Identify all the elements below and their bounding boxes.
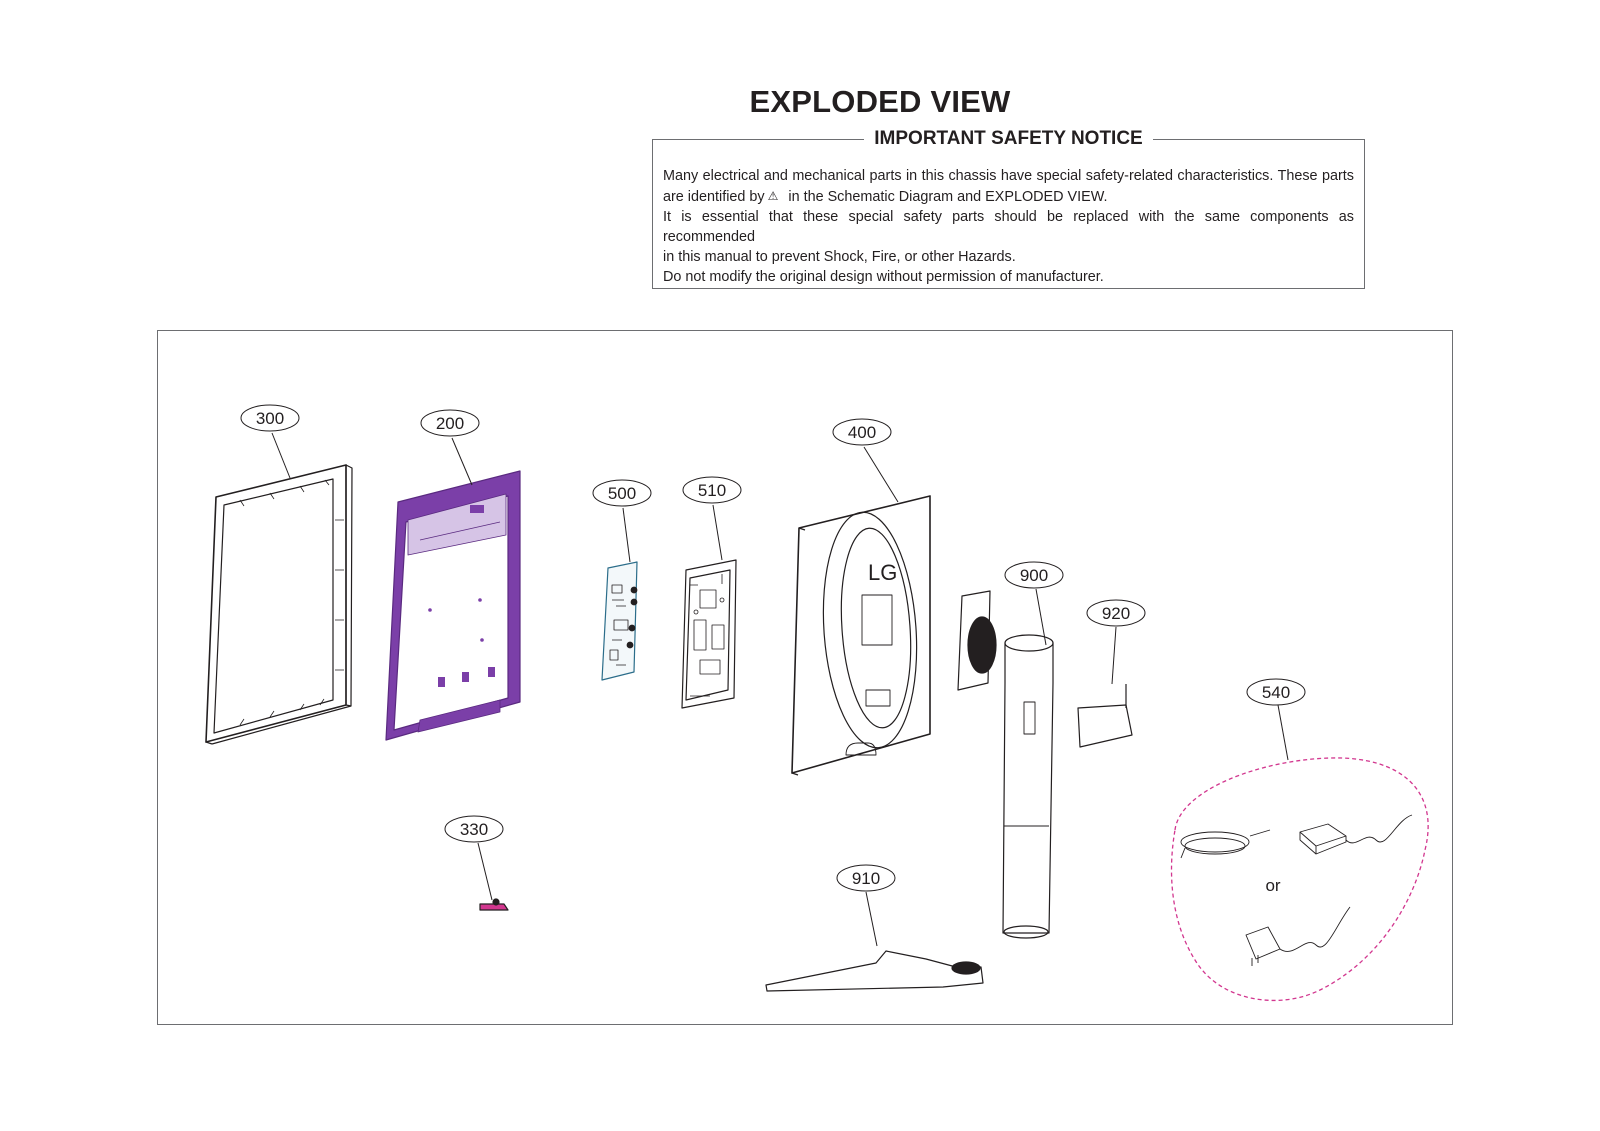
part-500-main-board <box>601 561 638 681</box>
callout-330: 330 <box>460 820 488 839</box>
page-title: EXPLODED VIEW <box>749 84 1011 119</box>
callout-910: 910 <box>852 869 880 888</box>
notice-line-2: are identified by⚠in the Schematic Diagr… <box>663 186 1354 207</box>
svg-text:LG: LG <box>868 560 897 585</box>
part-920-stand-cover <box>1077 684 1133 748</box>
part-540-power-adapter-group <box>1170 757 1429 1001</box>
part-400-back-cover: LG <box>791 495 931 776</box>
safety-notice-title: IMPORTANT SAFETY NOTICE <box>653 128 1364 150</box>
part-300-front-bezel <box>205 464 353 745</box>
callout-510: 510 <box>698 481 726 500</box>
part-510-power-board <box>681 559 737 709</box>
exploded-diagram-frame <box>157 330 1453 1025</box>
accessory-or-label: or <box>1265 876 1280 895</box>
part-200-panel-frame <box>385 470 521 741</box>
callout-920: 920 <box>1102 604 1130 623</box>
part-hinge-plate <box>957 590 997 691</box>
callout-900: 900 <box>1020 566 1048 585</box>
callout-300: 300 <box>256 409 284 428</box>
safety-notice-body: Many electrical and mechanical parts in … <box>663 166 1354 287</box>
notice-line-3: It is essential that these special safet… <box>663 209 1354 245</box>
callout-400: 400 <box>848 423 876 442</box>
callout-200: 200 <box>436 414 464 433</box>
callout-540: 540 <box>1262 683 1290 702</box>
part-330-small-bracket <box>479 898 509 911</box>
warning-triangle-icon: ⚠ <box>767 189 779 203</box>
notice-line-1: Many electrical and mechanical parts in … <box>663 168 1354 184</box>
notice-line-4: in this manual to prevent Shock, Fire, o… <box>663 249 1016 265</box>
notice-line-5: Do not modify the original design withou… <box>663 269 1104 285</box>
part-910-stand-base <box>765 950 984 992</box>
callout-500: 500 <box>608 484 636 503</box>
part-900-stand-body <box>1002 634 1054 939</box>
safety-notice-box: IMPORTANT SAFETY NOTICE Many electrical … <box>652 128 1365 289</box>
